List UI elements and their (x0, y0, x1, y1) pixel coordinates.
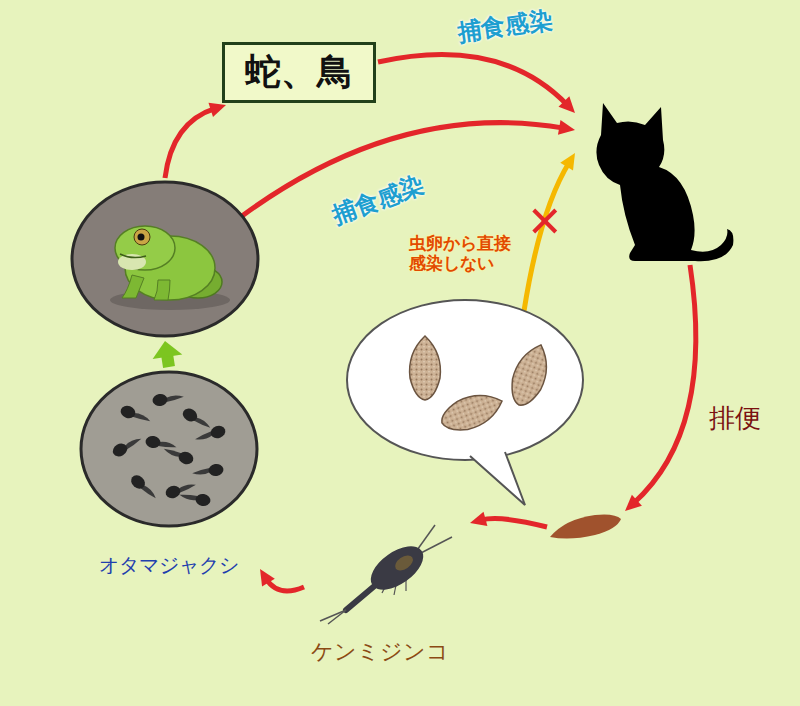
illustration-part (115, 226, 175, 270)
illustration-part (152, 390, 185, 407)
illustration-part (437, 387, 508, 438)
illustration-part (128, 473, 160, 502)
illustration-part (346, 583, 378, 610)
edge-label: 捕食感染 (327, 169, 428, 232)
illustration-part (118, 254, 146, 270)
edge-label: 捕食感染 (455, 3, 555, 48)
illustration-part (161, 444, 195, 466)
cross-mark (534, 210, 556, 232)
arrow-connector (153, 341, 183, 367)
cat-silhouette (575, 95, 735, 265)
figure-caption: ケンミジンコ (311, 637, 449, 667)
egg (505, 340, 556, 411)
arrow-head (153, 341, 183, 359)
connector-line (633, 265, 696, 504)
egg (410, 336, 441, 400)
illustration-part (410, 336, 441, 400)
egg (437, 387, 508, 438)
arrow-head (625, 495, 642, 511)
copepod-art (290, 515, 470, 625)
tadpole-art (78, 370, 260, 528)
arrow-connector (378, 54, 575, 113)
arrow-connector (625, 265, 696, 511)
illustration-part (193, 424, 227, 446)
illustration-part (154, 280, 170, 300)
arrow-head (260, 569, 275, 587)
connector-line (481, 519, 547, 527)
illustration-part (328, 610, 346, 624)
illustration-part (120, 254, 146, 258)
tadpole-circle: オタマジャクシ (78, 370, 260, 585)
connector-line (378, 54, 567, 104)
figure-caption: オタマジャクシ (99, 552, 239, 579)
connector-line (165, 108, 215, 178)
copepod-figure: ケンミジンコ (290, 515, 470, 673)
edge-label: 排便 (709, 401, 761, 436)
cat-silhouette-art (575, 95, 735, 265)
speech-bubble-art (345, 290, 590, 510)
illustration-part (119, 404, 153, 426)
illustration-part (134, 229, 150, 245)
arrow-head (559, 96, 575, 113)
illustration-part (178, 490, 211, 507)
cross-mark (534, 210, 556, 232)
edge-label: 虫卵から直接感染しない (409, 233, 514, 274)
node-text: 蛇、鳥 (245, 48, 353, 97)
egg-bubble (345, 290, 590, 510)
arrow-connector (470, 512, 547, 527)
arrow-connector (524, 153, 575, 311)
illustration-part (122, 275, 144, 298)
bubble-tail (470, 452, 525, 505)
illustration-part (392, 552, 415, 573)
feces-mark (545, 505, 625, 545)
feces-blob (550, 515, 621, 539)
frog-circle (70, 180, 260, 338)
illustration-part (111, 433, 144, 459)
illustration-part (505, 340, 556, 411)
illustration-part (191, 463, 224, 480)
arrow-connector (165, 103, 226, 178)
frog-art (70, 180, 260, 338)
arrow-head (470, 512, 487, 526)
circle-frame (72, 182, 258, 336)
host-box: 蛇、鳥 (222, 42, 376, 103)
illustration-part (181, 406, 214, 432)
arrow-head (208, 103, 226, 117)
bubble-outline (347, 300, 583, 460)
illustration-part (138, 234, 145, 241)
cat-body (596, 103, 733, 261)
feces-art (545, 505, 625, 545)
illustration-part (363, 538, 431, 599)
arrow-head (558, 120, 575, 135)
connector-line (524, 163, 569, 311)
illustration-part (145, 435, 178, 452)
arrow-connector (260, 569, 304, 591)
arrow-head (560, 153, 575, 171)
circle-frame (81, 372, 257, 526)
